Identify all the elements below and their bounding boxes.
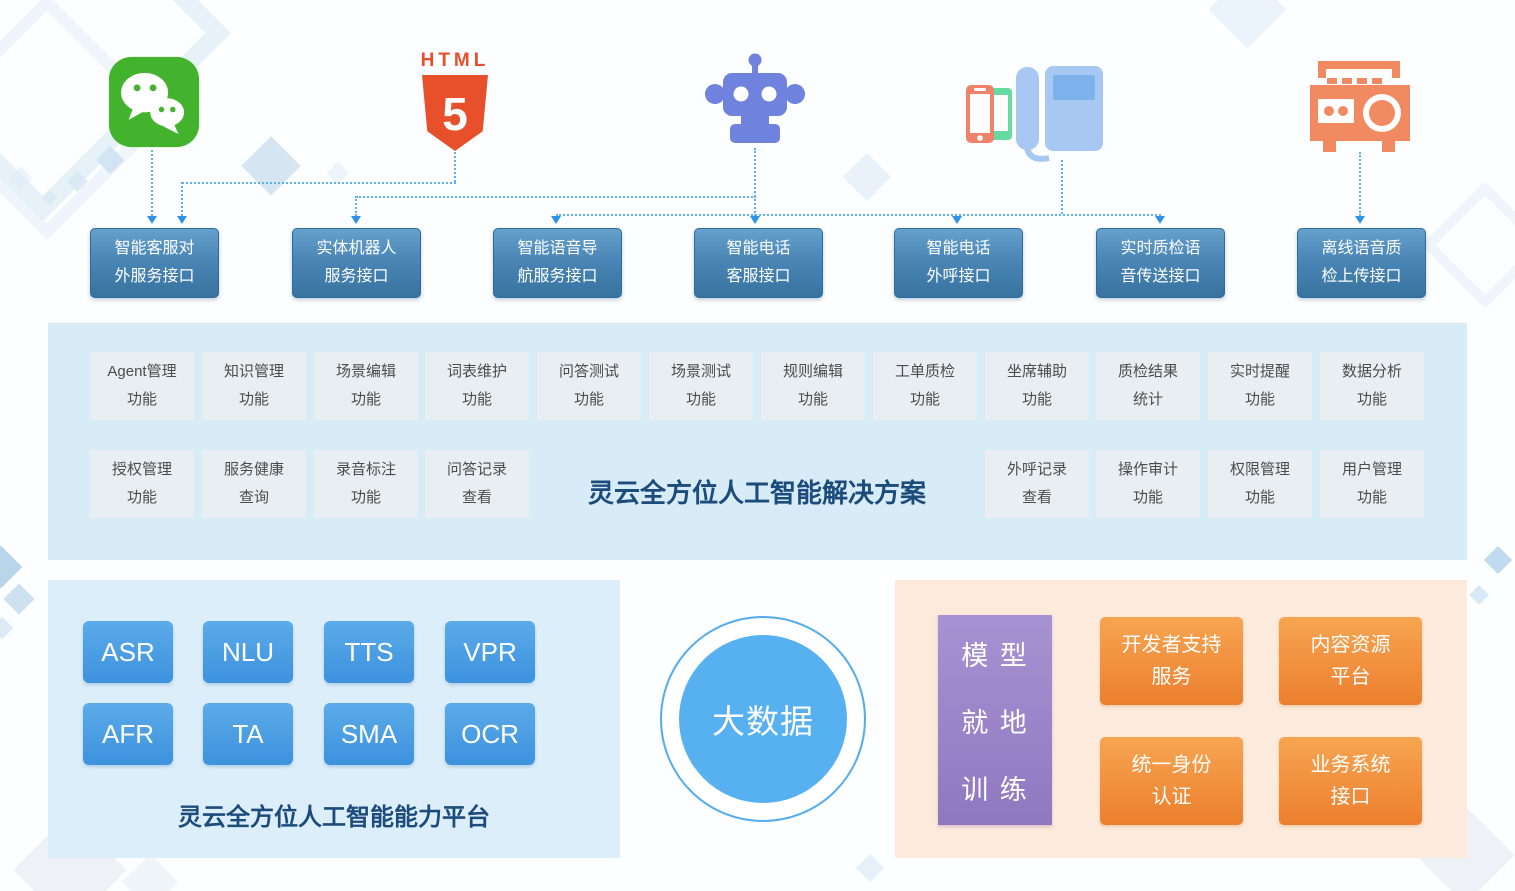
- bigdata-circle: 大数据: [660, 616, 866, 822]
- connector-line: [556, 214, 1161, 216]
- html5-logo-text: HTML: [420, 50, 490, 71]
- feature-box: 授权管理功能: [90, 450, 194, 518]
- feature-box: 工单质检功能: [873, 352, 977, 420]
- feature-box: 问答记录查看: [425, 450, 529, 518]
- feature-box: 实时提醒功能: [1208, 352, 1312, 420]
- bigdata-label: 大数据: [679, 635, 847, 803]
- arrow-down-icon: [147, 216, 157, 224]
- connector-line: [356, 196, 756, 198]
- feature-box: 坐席辅助功能: [985, 352, 1089, 420]
- capability-box-nlu: NLU: [203, 621, 293, 683]
- arrow-down-icon: [750, 216, 760, 224]
- feature-box: 服务健康查询: [202, 450, 306, 518]
- feature-box: 权限管理功能: [1208, 450, 1312, 518]
- decor-diamond: [0, 545, 23, 589]
- html5-number: 5: [442, 88, 468, 140]
- developer-support-box: 开发者支持服务: [1100, 617, 1243, 705]
- capability-box-afr: AFR: [83, 703, 173, 765]
- feature-box: 数据分析功能: [1320, 352, 1424, 420]
- feature-box: 质检结果统计: [1096, 352, 1200, 420]
- radio-icon: [1310, 61, 1410, 152]
- feature-box: 用户管理功能: [1320, 450, 1424, 518]
- feature-box: 场景测试功能: [649, 352, 753, 420]
- connector-line: [355, 196, 357, 216]
- capability-box-vpr: VPR: [445, 621, 535, 683]
- capability-box-sma: SMA: [324, 703, 414, 765]
- decor-diamond: [1469, 585, 1489, 605]
- feature-box: 词表维护功能: [425, 352, 529, 420]
- feature-box: 外呼记录查看: [985, 450, 1089, 518]
- model-training-box: 模 型 就 地 训 练: [938, 615, 1052, 825]
- interface-box-customer-service: 智能客服对外服务接口: [90, 228, 219, 298]
- unified-identity-box: 统一身份认证: [1100, 737, 1243, 825]
- business-system-box: 业务系统接口: [1279, 737, 1422, 825]
- interface-box-phone-service: 智能电话客服接口: [694, 228, 823, 298]
- robot-icon: [705, 53, 805, 143]
- interface-box-offline-qc: 离线语音质检上传接口: [1297, 228, 1426, 298]
- connector-line: [1359, 152, 1361, 216]
- interface-box-robot-service: 实体机器人服务接口: [292, 228, 421, 298]
- decor-diamond: [326, 161, 350, 185]
- feature-box: 问答测试功能: [537, 352, 641, 420]
- connector-line: [151, 150, 153, 216]
- decor-diamond: [1208, 0, 1287, 49]
- interface-box-outbound-call: 智能电话外呼接口: [894, 228, 1023, 298]
- interface-box-realtime-qc: 实时质检语音传送接口: [1096, 228, 1225, 298]
- decor-diamond: [3, 583, 35, 615]
- decor-diamond: [1421, 181, 1515, 309]
- arrow-down-icon: [351, 216, 361, 224]
- feature-box: 知识管理功能: [202, 352, 306, 420]
- capability-box-asr: ASR: [83, 621, 173, 683]
- wechat-icon: [108, 56, 200, 148]
- capability-box-ocr: OCR: [445, 703, 535, 765]
- decor-diamond: [842, 152, 892, 202]
- arrow-down-icon: [952, 216, 962, 224]
- feature-box: 规则编辑功能: [761, 352, 865, 420]
- connector-line: [182, 182, 456, 184]
- html5-shield: 5: [422, 75, 488, 151]
- connector-line: [1061, 160, 1063, 214]
- feature-box: 录音标注功能: [314, 450, 418, 518]
- decor-diamond: [855, 853, 885, 883]
- interface-box-voice-navigation: 智能语音导航服务接口: [493, 228, 622, 298]
- feature-box: 操作审计功能: [1096, 450, 1200, 518]
- decor-diamond: [121, 853, 179, 891]
- html5-icon: HTML 5: [413, 50, 497, 151]
- phones-icon: [966, 66, 1103, 162]
- decor-diamond: [0, 616, 14, 640]
- connector-line: [454, 152, 456, 182]
- content-resource-box: 内容资源平台: [1279, 617, 1422, 705]
- decor-diamond: [1483, 545, 1513, 575]
- arrow-down-icon: [1155, 216, 1165, 224]
- capability-title: 灵云全方位人工智能能力平台: [178, 804, 490, 831]
- decor-diamond: [241, 136, 301, 196]
- connector-line: [181, 182, 183, 216]
- connector-line: [754, 148, 756, 216]
- solution-title: 灵云全方位人工智能解决方案: [587, 478, 926, 508]
- capability-box-tts: TTS: [324, 621, 414, 683]
- feature-box: 场景编辑功能: [314, 352, 418, 420]
- capability-box-ta: TA: [203, 703, 293, 765]
- arrow-down-icon: [1355, 216, 1365, 224]
- feature-box: Agent管理功能: [90, 352, 194, 420]
- arrow-down-icon: [551, 216, 561, 224]
- arrow-down-icon: [177, 216, 187, 224]
